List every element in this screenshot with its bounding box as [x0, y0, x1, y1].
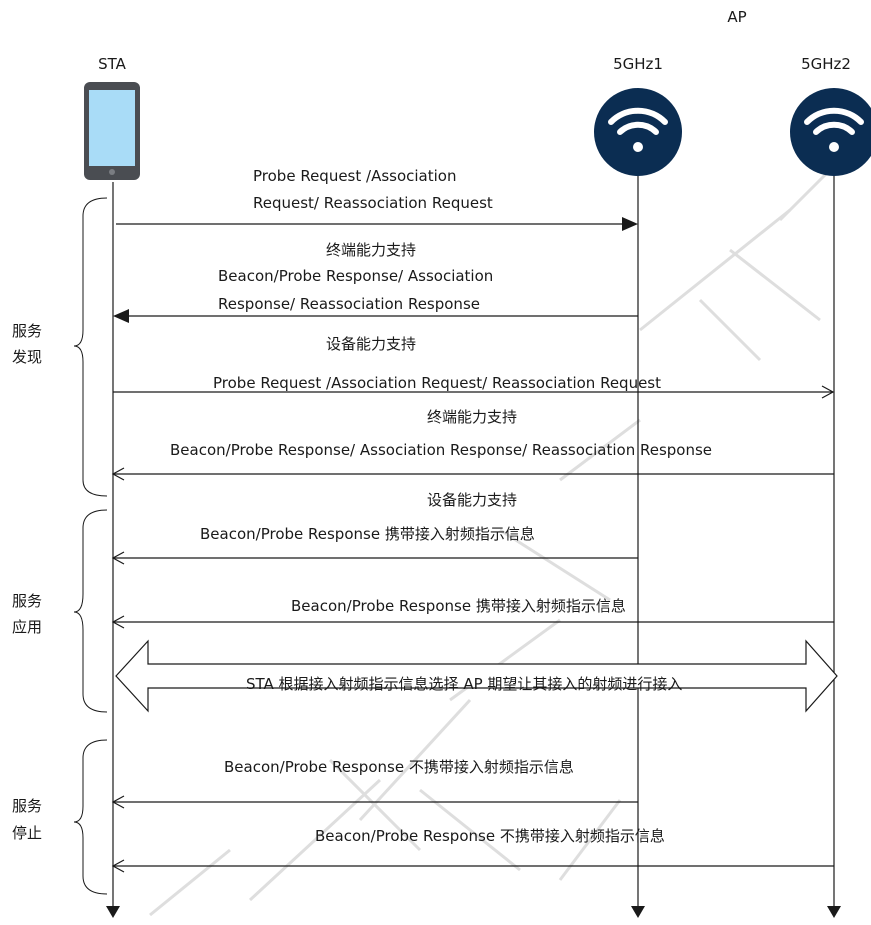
ap1-label: 5GHz1 — [613, 55, 663, 73]
arrowhead-m5 — [111, 551, 125, 565]
arrowhead-m2 — [113, 309, 129, 323]
arrowhead-m1 — [622, 217, 638, 231]
wifi-icon — [594, 88, 682, 176]
double-block-arrow — [115, 639, 838, 713]
msg-m9: Beacon/Probe Response 不携带接入射频指示信息 — [315, 827, 665, 845]
arrowhead-m6 — [111, 615, 125, 629]
msg-m4: Beacon/Probe Response/ Association Respo… — [170, 441, 712, 459]
ap-header-label: AP — [727, 8, 746, 26]
msg-m1-line2: Request/ Reassociation Request — [253, 194, 493, 212]
msg-cap-device-2: 设备能力支持 — [427, 491, 517, 509]
ap2-lifeline-arrow — [827, 906, 841, 918]
msg-m5: Beacon/Probe Response 携带接入射频指示信息 — [200, 525, 535, 543]
group-application-line1: 服务 — [12, 592, 42, 610]
msg-m7: STA 根据接入射频指示信息选择 AP 期望让其接入的射频进行接入 — [246, 675, 682, 693]
group-discovery-line2: 发现 — [12, 348, 42, 366]
msg-m2-line2: Response/ Reassociation Response — [218, 295, 480, 313]
msg-m3: Probe Request /Association Request/ Reas… — [213, 374, 661, 392]
lifeline-ends — [106, 906, 841, 918]
group-braces — [73, 197, 108, 895]
ap1-lifeline-arrow — [631, 906, 645, 918]
sta-label: STA — [98, 55, 127, 73]
sta-lifeline-arrow — [106, 906, 120, 918]
msg-cap-device-1: 设备能力支持 — [326, 335, 416, 353]
message-arrows — [111, 217, 835, 873]
msg-m1-line1: Probe Request /Association — [253, 167, 456, 185]
brace-stop — [73, 739, 108, 895]
phone-icon — [84, 82, 140, 180]
arrowhead-m3 — [821, 385, 835, 399]
msg-cap-terminal-2: 终端能力支持 — [427, 408, 517, 426]
lifelines — [112, 176, 835, 906]
msg-cap-terminal-1: 终端能力支持 — [326, 241, 416, 259]
msg-m6: Beacon/Probe Response 携带接入射频指示信息 — [291, 597, 626, 615]
ap2-label: 5GHz2 — [801, 55, 851, 73]
arrowhead-m8 — [111, 795, 125, 809]
msg-m8: Beacon/Probe Response 不携带接入射频指示信息 — [224, 758, 574, 776]
arrowhead-m9 — [111, 859, 125, 873]
wifi-icon — [790, 88, 871, 176]
group-stop-line1: 服务 — [12, 797, 42, 815]
brace-discovery — [73, 197, 108, 497]
arrowhead-m4 — [111, 467, 125, 481]
brace-application — [73, 509, 108, 713]
group-stop-line2: 停止 — [12, 824, 42, 842]
group-discovery-line1: 服务 — [12, 322, 42, 340]
msg-m2-line1: Beacon/Probe Response/ Association — [218, 267, 493, 285]
watermark — [149, 148, 852, 917]
group-application-line2: 应用 — [12, 618, 42, 636]
